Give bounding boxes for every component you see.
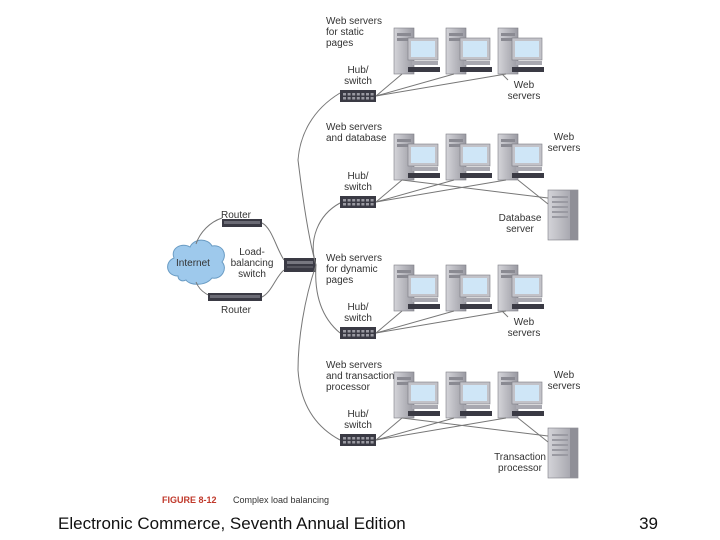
hub-to-server-link xyxy=(375,179,403,203)
hub-switch xyxy=(340,90,376,102)
hub-to-server-link xyxy=(375,73,403,97)
hub-to-server-link xyxy=(375,310,455,334)
internet-to-router-top-link xyxy=(195,217,223,245)
server-to-backend-link xyxy=(401,417,549,437)
group-3-side-label-line-2: servers xyxy=(508,328,541,339)
lb-label-line-2: balancing xyxy=(231,258,274,269)
internet-label: Internet xyxy=(176,258,210,269)
web-server xyxy=(497,133,544,181)
web-server xyxy=(393,27,440,75)
group-1-label-line-3: pages xyxy=(326,38,353,49)
web-server xyxy=(445,27,492,75)
callout-line xyxy=(501,310,509,318)
web-server xyxy=(393,371,440,419)
hub-to-server-link xyxy=(375,417,455,441)
group-1-label-line-2: for static xyxy=(326,27,364,38)
group-2-label-line-2: and database xyxy=(326,133,387,144)
backend-server xyxy=(547,189,579,241)
lb-label-line-1: Load- xyxy=(239,247,265,258)
group-4-backend-label-line-2: processor xyxy=(498,463,543,474)
hub-switch xyxy=(340,196,376,208)
hub-to-server-link xyxy=(375,73,507,97)
web-server xyxy=(497,264,544,312)
backend-server xyxy=(547,427,579,479)
group-1-hub-label-line-1: Hub/ xyxy=(347,65,368,76)
internet-cloud: Internet xyxy=(167,239,225,285)
group-3-label-line-3: pages xyxy=(326,275,353,286)
group-4-backend-label-line-1: Transaction xyxy=(494,452,546,463)
router-top-to-lb-link xyxy=(261,222,285,261)
group-4-side-label-line-1: Web xyxy=(554,370,575,381)
figure-caption: Complex load balancing xyxy=(233,495,329,505)
server-to-backend-link xyxy=(517,417,549,443)
web-server xyxy=(393,133,440,181)
group-4-hub-label-line-1: Hub/ xyxy=(347,409,368,420)
group-4-label-line-3: processor xyxy=(326,382,371,393)
figure-number: FIGURE 8-12 xyxy=(162,495,217,505)
load-balancing-switch xyxy=(284,258,316,272)
hub-to-server-link xyxy=(375,417,403,441)
group-3-hub-label-line-2: switch xyxy=(344,313,372,324)
group-2-hub-label-line-2: switch xyxy=(344,182,372,193)
group-2-backend-label-line-1: Database xyxy=(499,213,542,224)
group-3-label-line-2: for dynamic xyxy=(326,264,378,275)
hub-to-server-link xyxy=(375,179,455,203)
web-server xyxy=(445,371,492,419)
footer-title: Electronic Commerce, Seventh Annual Edit… xyxy=(58,514,406,533)
router-top xyxy=(222,219,262,227)
group-2-label-line-1: Web servers xyxy=(326,122,382,133)
hub-to-server-link xyxy=(375,179,507,203)
group-2-hub-label-line-1: Hub/ xyxy=(347,171,368,182)
page-number: 39 xyxy=(639,514,658,533)
lb-to-hub-1-link xyxy=(297,92,341,266)
lb-to-hub-4-link xyxy=(297,264,341,441)
group-1-hub-label-line-2: switch xyxy=(344,76,372,87)
router-top-label: Router xyxy=(221,210,252,221)
group-3-hub-label-line-1: Hub/ xyxy=(347,302,368,313)
group-3-side-label-line-1: Web xyxy=(514,317,535,328)
hub-to-server-link xyxy=(375,310,403,334)
hub-to-server-link xyxy=(375,417,507,441)
group-2-backend-label-line-2: server xyxy=(506,224,534,235)
group-1-side-label-line-2: servers xyxy=(508,91,541,102)
router-bottom-label: Router xyxy=(221,305,252,316)
lb-label-line-3: switch xyxy=(238,269,266,280)
group-3-label-line-1: Web servers xyxy=(326,253,382,264)
lb-to-hub-3-link xyxy=(315,264,341,334)
server-to-backend-link xyxy=(517,179,549,205)
router-bottom xyxy=(208,293,262,301)
web-server xyxy=(497,371,544,419)
group-2-side-label-line-1: Web xyxy=(554,132,575,143)
web-server xyxy=(497,27,544,75)
callout-line xyxy=(501,73,509,81)
group-4-hub-label-line-2: switch xyxy=(344,420,372,431)
web-server xyxy=(445,133,492,181)
group-4-side-label-line-2: servers xyxy=(548,381,581,392)
hub-to-server-link xyxy=(375,73,455,97)
group-1-side-label-line-1: Web xyxy=(514,80,535,91)
group-4-label-line-1: Web servers xyxy=(326,360,382,371)
group-2-side-label-line-2: servers xyxy=(548,143,581,154)
group-4-label-line-2: and transaction xyxy=(326,371,394,382)
router-bottom-to-lb-link xyxy=(261,269,285,298)
web-server xyxy=(393,264,440,312)
group-1-label-line-1: Web servers xyxy=(326,16,382,27)
hub-switch xyxy=(340,327,376,339)
lb-to-hub-2-link xyxy=(312,202,341,266)
hub-to-server-link xyxy=(375,310,507,334)
server-to-backend-link xyxy=(401,179,549,199)
hub-switch xyxy=(340,434,376,446)
web-server xyxy=(445,264,492,312)
